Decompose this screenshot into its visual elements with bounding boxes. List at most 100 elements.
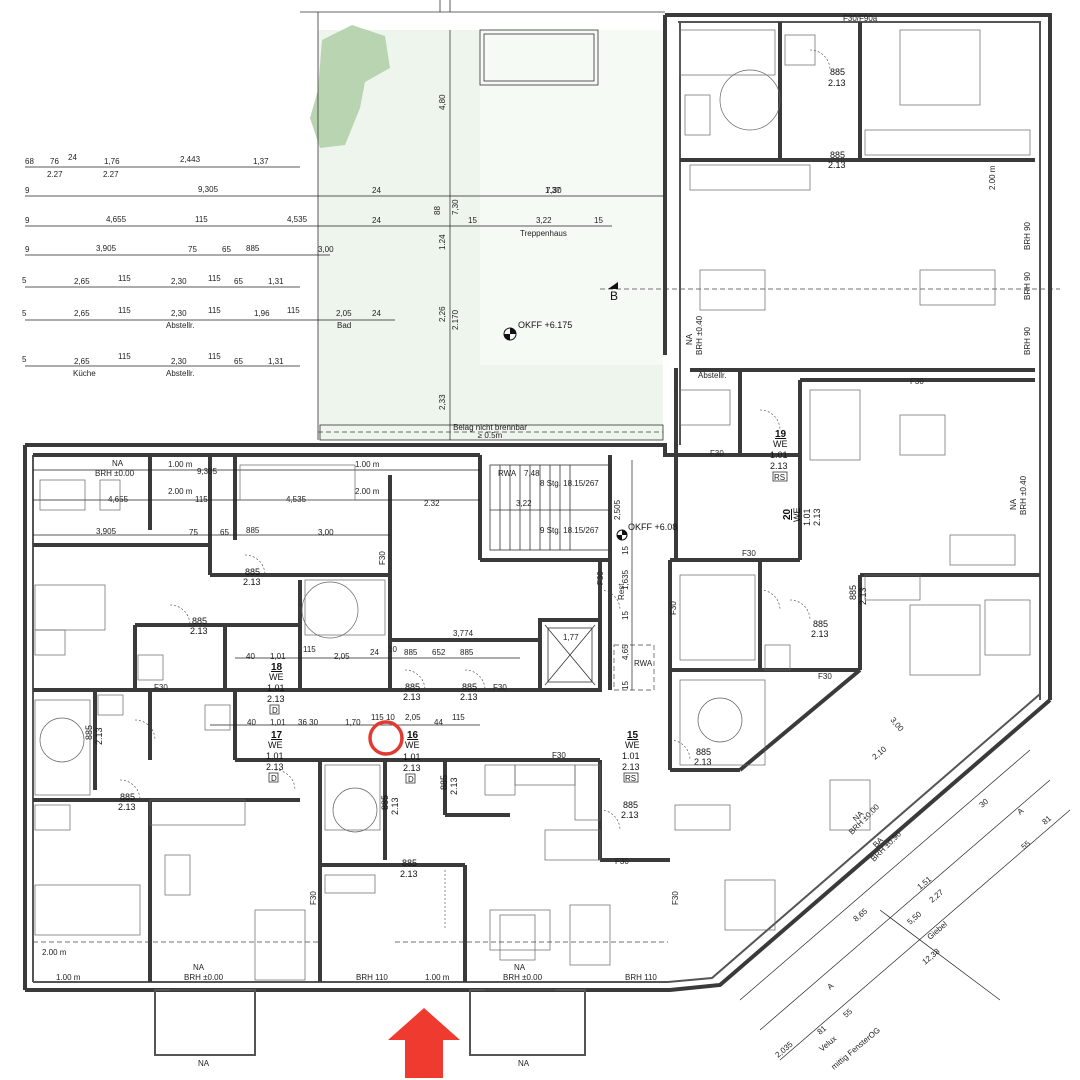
svg-text:652: 652 [432, 648, 446, 657]
svg-text:1,70: 1,70 [345, 718, 361, 727]
svg-text:76: 76 [50, 157, 59, 166]
svg-text:5: 5 [22, 276, 27, 285]
svg-text:1.37: 1.37 [545, 186, 561, 195]
svg-text:1.01: 1.01 [802, 508, 812, 526]
tree-canopy [310, 25, 390, 148]
svg-text:BRH 90: BRH 90 [1023, 221, 1032, 250]
svg-text:2,65: 2,65 [74, 277, 90, 286]
svg-text:Giebel: Giebel [926, 920, 950, 942]
svg-text:F30: F30 [669, 601, 678, 615]
svg-text:1.01: 1.01 [266, 751, 284, 761]
svg-text:115: 115 [195, 215, 208, 224]
svg-text:BRH 110: BRH 110 [625, 973, 657, 982]
svg-text:WE: WE [405, 740, 420, 750]
svg-text:1,31: 1,31 [268, 277, 284, 286]
svg-text:BRH 90: BRH 90 [1023, 271, 1032, 300]
svg-text:15: 15 [594, 216, 603, 225]
svg-text:RS: RS [774, 473, 785, 482]
svg-text:1.00 m: 1.00 m [168, 460, 193, 469]
rwa-mid: RWA [634, 659, 653, 668]
svg-text:24: 24 [372, 186, 381, 195]
svg-text:885: 885 [439, 775, 449, 790]
svg-text:F30: F30 [615, 857, 629, 866]
svg-text:885: 885 [405, 682, 420, 692]
svg-text:4,535: 4,535 [286, 495, 307, 504]
svg-text:115: 115 [118, 274, 131, 283]
svg-text:F30: F30 [309, 891, 318, 905]
svg-text:44: 44 [434, 718, 443, 727]
okff-upper-marker: OKFF +6.175 [503, 320, 572, 341]
svg-text:A: A [826, 981, 836, 992]
svg-text:2,10: 2,10 [871, 744, 889, 761]
unit-16[interactable]: 16 WE 1.01 2.13 D [403, 730, 421, 784]
svg-text:24: 24 [372, 309, 381, 318]
svg-text:17: 17 [271, 730, 283, 741]
svg-text:15: 15 [627, 730, 639, 741]
svg-text:81: 81 [816, 1024, 829, 1037]
svg-text:24: 24 [370, 648, 379, 657]
svg-text:Bad: Bad [337, 321, 351, 330]
svg-text:115 10: 115 10 [371, 713, 395, 722]
svg-text:1,01: 1,01 [270, 718, 286, 727]
svg-text:2.13: 2.13 [403, 763, 421, 773]
svg-text:2.13: 2.13 [400, 869, 418, 879]
svg-text:2.13: 2.13 [243, 577, 261, 587]
building-main [25, 443, 800, 457]
svg-text:2.00 m: 2.00 m [42, 948, 67, 957]
svg-text:OKFF +6.175: OKFF +6.175 [518, 320, 572, 330]
svg-text:885: 885 [830, 67, 845, 77]
svg-text:F30: F30 [710, 449, 724, 458]
dim-137: 7,30 [451, 199, 460, 215]
dim-465: 4,65 [621, 644, 630, 660]
svg-text:885: 885 [84, 725, 94, 740]
svg-text:NA: NA [198, 1059, 210, 1068]
unit-20[interactable]: 20 WE 1.01 2.13 [782, 508, 822, 527]
svg-text:3,905: 3,905 [96, 527, 117, 536]
svg-text:2.27: 2.27 [103, 170, 119, 179]
svg-text:F30: F30 [910, 377, 924, 386]
dim-88: 88 [433, 206, 442, 215]
svg-text:WE: WE [269, 672, 284, 682]
svg-text:BRH ±0.00: BRH ±0.00 [184, 973, 224, 982]
svg-text:885: 885 [460, 648, 474, 657]
svg-text:885: 885 [120, 792, 135, 802]
svg-text:885: 885 [696, 747, 711, 757]
svg-text:115: 115 [287, 306, 300, 315]
svg-text:Küche: Küche [73, 369, 96, 378]
svg-text:WE: WE [625, 740, 640, 750]
svg-text:2.13: 2.13 [403, 692, 421, 702]
svg-text:1,77: 1,77 [563, 633, 579, 642]
svg-text:81: 81 [1041, 814, 1054, 827]
dim-s15a: 15 [621, 546, 630, 555]
svg-text:1,96: 1,96 [254, 309, 270, 318]
svg-text:2.13: 2.13 [828, 160, 846, 170]
building-right-upper [665, 13, 1052, 700]
svg-text:8,65: 8,65 [852, 906, 870, 923]
svg-text:2.13: 2.13 [118, 802, 136, 812]
svg-text:115: 115 [208, 352, 221, 361]
dim-row-2: 9 9,305 24 1.37 7,30 [25, 185, 665, 197]
unit-18[interactable]: 18 WE 1.01 2.13 D [267, 662, 285, 715]
svg-text:18: 18 [271, 662, 283, 673]
unit-15[interactable]: 15 WE 1.01 2.13 RS [622, 730, 640, 783]
svg-text:NA: NA [112, 459, 124, 468]
svg-text:65: 65 [234, 357, 243, 366]
svg-text:9,305: 9,305 [198, 185, 219, 194]
svg-text:B: B [610, 289, 618, 303]
svg-text:BRH ±0.40: BRH ±0.40 [695, 315, 704, 355]
elevator-shaft [538, 618, 602, 692]
unit-17[interactable]: 17 WE 1.01 2.13 D [266, 730, 284, 783]
svg-text:2.13: 2.13 [449, 777, 459, 795]
dim-row-3: 9 4,655 115 4,535 24 15 3,22 15 Treppenh… [25, 215, 612, 238]
terrace-light [480, 30, 663, 365]
svg-text:2.00 m: 2.00 m [355, 487, 380, 496]
svg-text:D: D [408, 775, 414, 784]
svg-text:3,00: 3,00 [888, 716, 905, 734]
svg-text:885: 885 [246, 244, 260, 253]
svg-text:2.13: 2.13 [812, 508, 822, 526]
unit-19[interactable]: 19 WE 1.01 2.13 RS [770, 429, 788, 482]
svg-text:1,37: 1,37 [253, 157, 269, 166]
svg-text:1,76: 1,76 [104, 157, 120, 166]
